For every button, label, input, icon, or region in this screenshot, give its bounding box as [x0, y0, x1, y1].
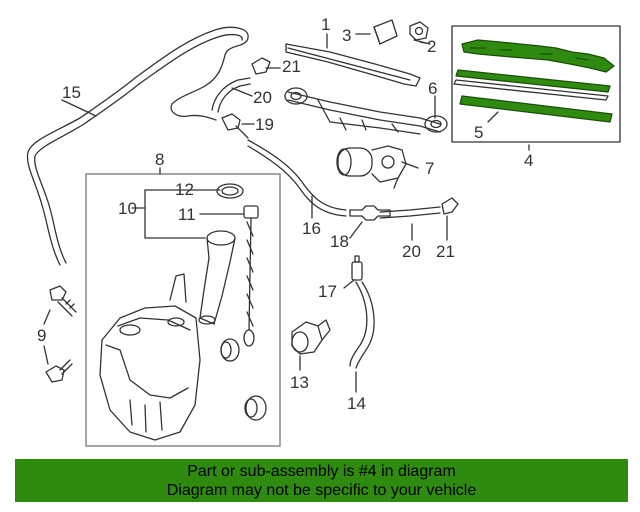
callout-8: 8: [155, 150, 164, 169]
wiper-arm-part-1[interactable]: [285, 43, 421, 87]
hose-part-20-upper[interactable]: [211, 77, 251, 113]
grommet-lower[interactable]: [244, 395, 267, 421]
reservoir-box-part-8: [85, 173, 281, 447]
callout-21-upper: 21: [282, 57, 301, 76]
callout-labels: 1 2 3 4 5 6 7 8 9 10 11 12 13 14 15 16 1…: [37, 15, 533, 413]
banner-line-1: Part or sub-assembly is #4 in diagram: [187, 463, 456, 480]
hose-part-16[interactable]: [247, 139, 347, 217]
callout-6: 6: [428, 79, 437, 98]
grommet-upper[interactable]: [220, 338, 240, 362]
callout-19: 19: [255, 115, 274, 134]
hose-part-20-right[interactable]: [379, 206, 441, 219]
callout-16: 16: [302, 219, 321, 238]
callout-15: 15: [62, 83, 81, 102]
joint-part-19[interactable]: [221, 113, 249, 139]
joint-part-18[interactable]: [349, 205, 391, 221]
connector-part-17[interactable]: [351, 255, 363, 281]
wiper-linkage-part-6[interactable]: [284, 87, 448, 135]
washer-pump-part-13[interactable]: [291, 319, 331, 355]
callout-5: 5: [474, 123, 483, 142]
callout-2: 2: [427, 37, 436, 56]
callout-10: 10: [118, 199, 137, 218]
cap-part-12[interactable]: [216, 183, 244, 199]
callout-21-right: 21: [436, 242, 455, 261]
callout-14: 14: [347, 394, 366, 413]
bolt-part-9-upper[interactable]: [49, 285, 77, 317]
callout-12: 12: [175, 180, 194, 199]
filler-neck-part-10[interactable]: [198, 230, 236, 325]
washer-reservoir-tank[interactable]: [99, 273, 201, 441]
leader-lines: [43, 33, 530, 393]
callout-13: 13: [290, 373, 309, 392]
nut-part-2[interactable]: [409, 21, 429, 41]
callout-4: 4: [524, 151, 533, 170]
callout-1: 1: [321, 15, 330, 34]
callout-3: 3: [342, 26, 351, 45]
callout-20-right: 20: [402, 242, 421, 261]
callout-20-upper: 20: [253, 88, 272, 107]
part-info-banner: Part or sub-assembly is #4 in diagram Di…: [15, 459, 628, 502]
wiper-blade-assembly-part-4[interactable]: [451, 25, 621, 143]
level-sensor-part-11[interactable]: [243, 205, 259, 347]
callout-9: 9: [37, 326, 46, 345]
bolt-part-9-lower[interactable]: [45, 359, 73, 383]
banner-line-2: Diagram may not be specific to your vehi…: [166, 482, 477, 499]
wiper-motor-part-7[interactable]: [336, 145, 407, 189]
clip-part-21-right[interactable]: [441, 197, 459, 215]
hose-part-14[interactable]: [349, 281, 375, 369]
washer-hose-part-15[interactable]: [26, 26, 249, 266]
pivot-cap-part-3[interactable]: [373, 19, 398, 45]
clip-part-21-upper[interactable]: [251, 57, 271, 75]
parts-diagram: 1 2 3 4 5 6 7 8 9 10 11 12 13 14 15 16 1…: [26, 15, 621, 447]
callout-7: 7: [425, 159, 434, 178]
callout-18: 18: [330, 232, 349, 251]
callout-11: 11: [178, 205, 196, 224]
callout-17: 17: [318, 282, 337, 301]
